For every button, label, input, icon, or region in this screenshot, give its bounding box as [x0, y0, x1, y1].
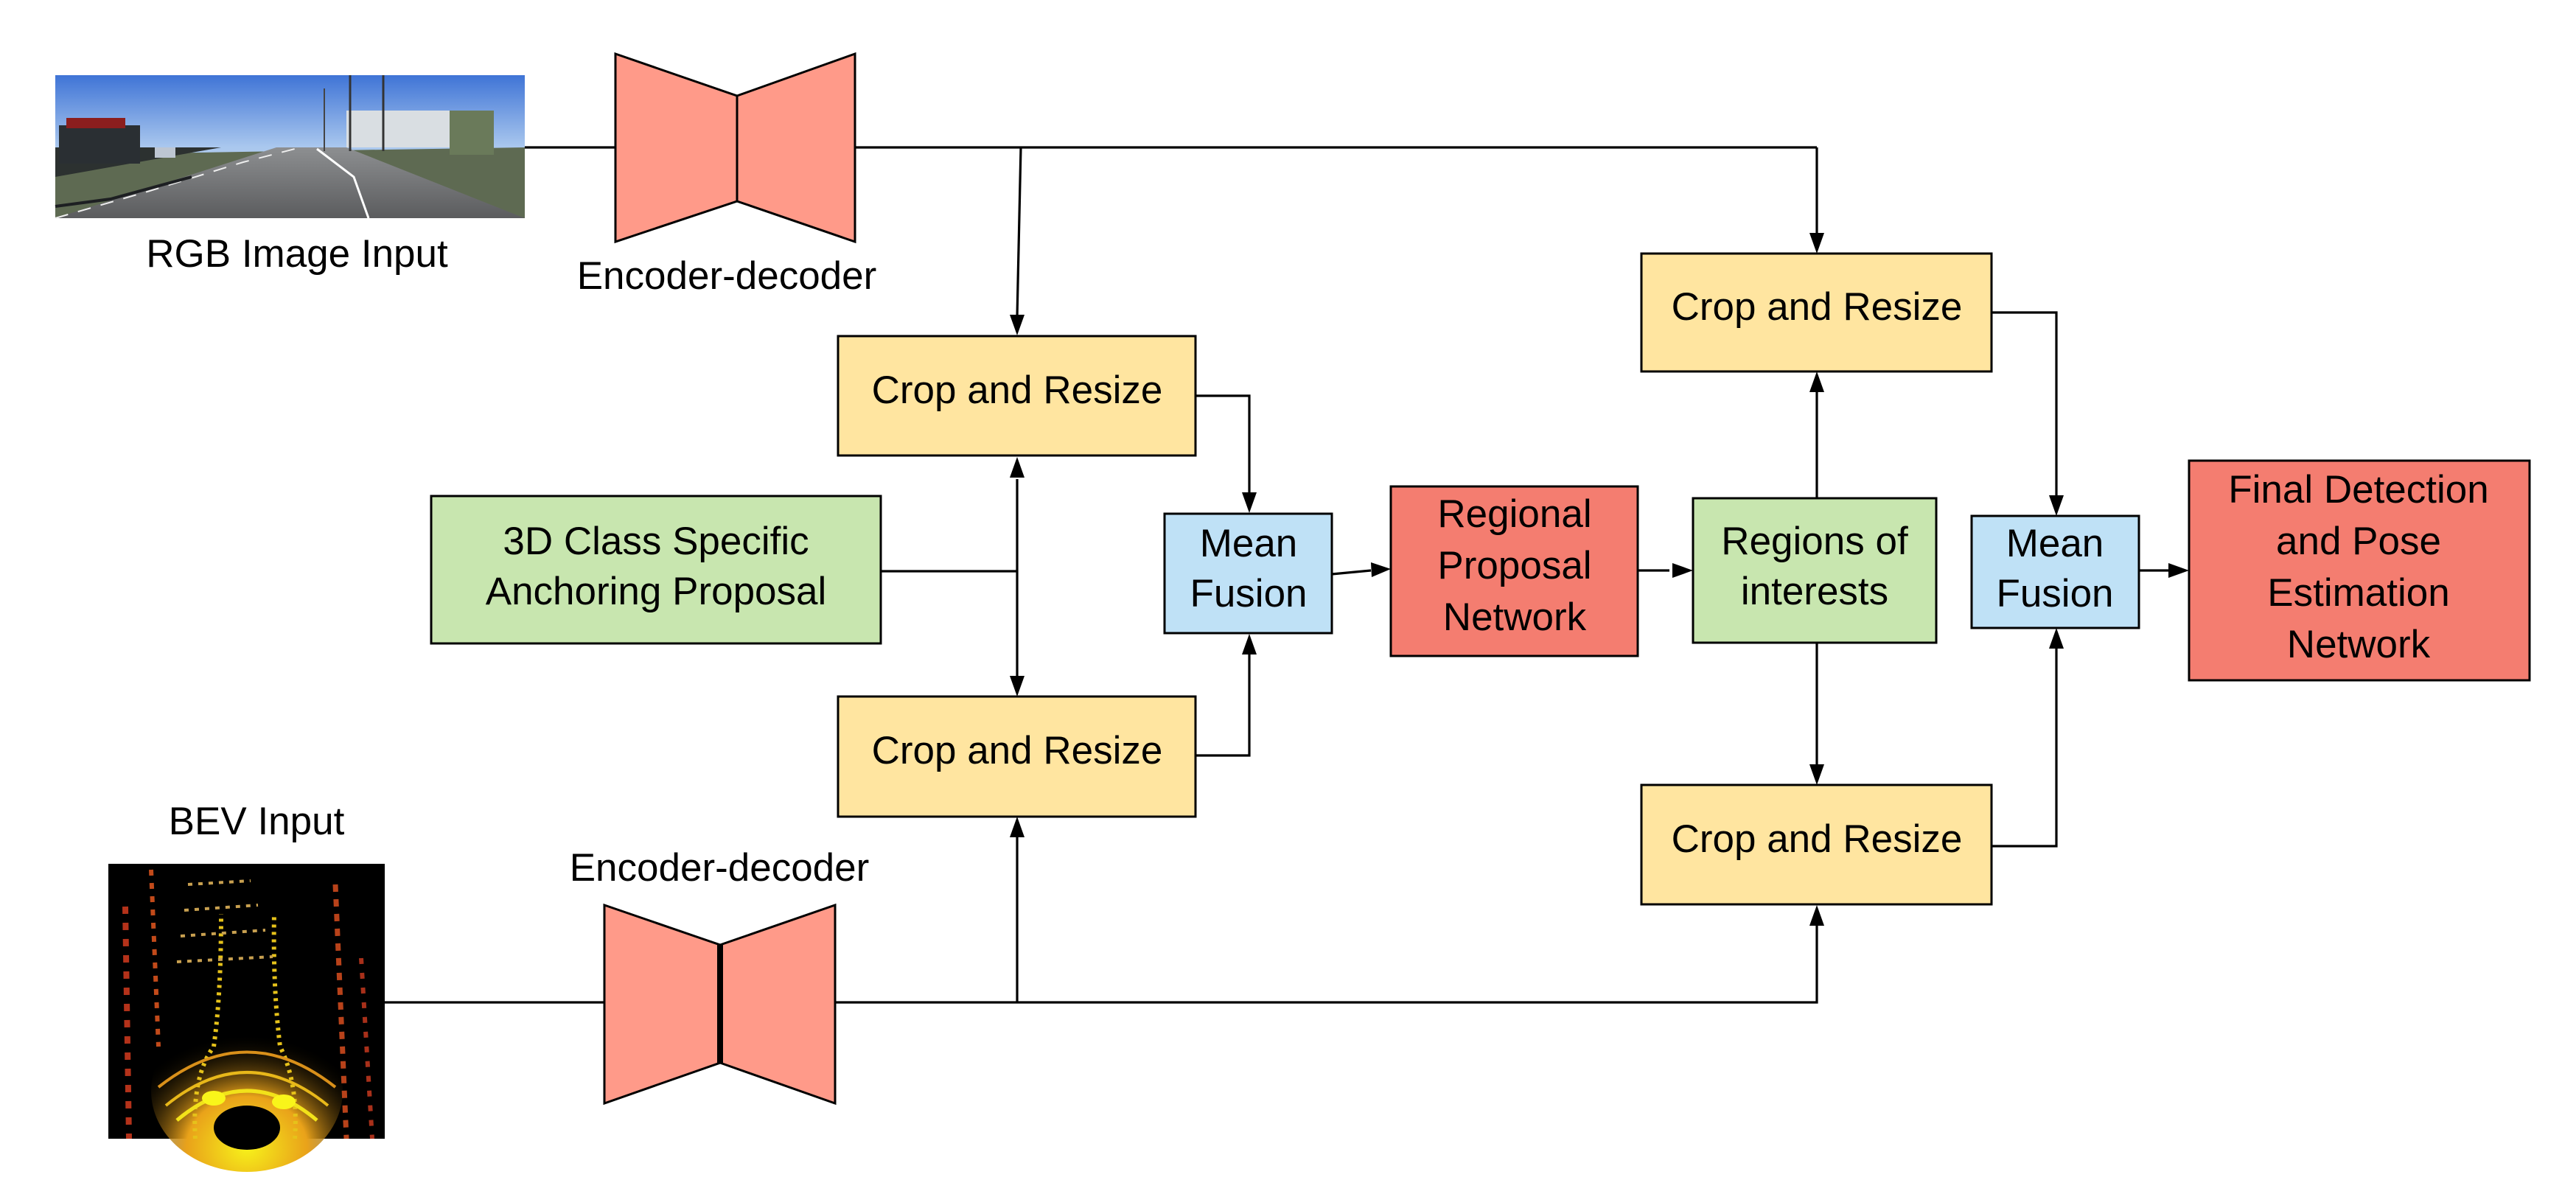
anchoring-label-line2: Anchoring Proposal: [486, 570, 827, 613]
arrowhead-fusion2-top: [2049, 495, 2064, 516]
mean-fusion-2-box: [1970, 514, 2140, 629]
rpn-label-line1: Regional: [1437, 492, 1591, 536]
crop-top-left-label: Crop and Resize: [872, 369, 1163, 412]
arrowhead-crop-top-left-in: [1010, 315, 1025, 335]
encoder-to-crop-top-left-line: [1016, 147, 1022, 318]
final-detection-network-box: [2188, 459, 2531, 682]
encoder-bottom-output-line: [835, 925, 1818, 1004]
encoder-half: [603, 903, 722, 1106]
roi-label-line1: Regions of: [1721, 520, 1908, 563]
regions-of-interests-box: [1692, 497, 1938, 644]
arrowhead-fusion2-bottom: [2049, 628, 2064, 649]
rpn-label-line3: Network: [1443, 596, 1587, 639]
arrowhead-crop-top-right-in: [1809, 233, 1824, 254]
encoder-half: [614, 52, 739, 244]
arrowhead-crop-bottom-right-down: [1809, 764, 1824, 785]
arrowhead-fusion1-top: [1242, 492, 1257, 513]
arrowhead-crop-top-right-up: [1809, 371, 1824, 392]
mean-fusion-1-line2: Fusion: [1190, 572, 1307, 615]
arrowhead-final-in: [2168, 563, 2189, 578]
arrowhead-fusion1-bottom: [1242, 634, 1257, 654]
arrowhead-roi-in: [1672, 563, 1693, 578]
bev-image: [108, 864, 385, 1172]
crop-resize-top-left-box: [837, 335, 1197, 457]
anchoring-label-line1: 3D Class Specific: [503, 520, 809, 563]
crop-top-right-label: Crop and Resize: [1672, 285, 1963, 329]
crop-to-fusion2-bottom-line: [1992, 645, 2058, 848]
crop-resize-bottom-left-box: [837, 695, 1197, 818]
arrowhead-anchor-up: [1010, 457, 1025, 478]
crop-to-fusion1-top-line: [1195, 394, 1251, 492]
encoder-bottom-label: Encoder-decoder: [570, 846, 870, 890]
arrowhead-rpn-in: [1371, 562, 1391, 577]
encoder-top-label: Encoder-decoder: [577, 254, 877, 298]
final-label-line1: Final Detection: [2228, 468, 2489, 512]
rpn-label-line2: Proposal: [1437, 544, 1591, 587]
crop-bottom-right-label: Crop and Resize: [1672, 817, 1963, 861]
fusion1-to-rpn-line: [1331, 569, 1372, 576]
regional-proposal-network-box: [1389, 485, 1639, 657]
encoder-decoder-top: [614, 52, 856, 244]
arrowhead-crop-bottom-left-up: [1010, 817, 1025, 837]
arrowhead-anchor-down: [1010, 676, 1025, 696]
mean-fusion-2-line1: Mean: [2006, 522, 2104, 565]
arrowhead-crop-bottom-right-up: [1809, 905, 1824, 926]
mean-fusion-1-line1: Mean: [1200, 522, 1298, 565]
rgb-image: [55, 75, 525, 219]
crop-resize-bottom-right-box: [1640, 783, 1993, 906]
arrowheads: [1010, 233, 2189, 926]
bev-input-label: BEV Input: [169, 800, 345, 843]
crop-bottom-left-label: Crop and Resize: [872, 729, 1163, 772]
mean-fusion-1-box: [1163, 512, 1333, 635]
connectors: [385, 146, 2171, 1004]
crop-to-fusion2-top-line: [1992, 311, 2058, 498]
crop-resize-top-right-box: [1640, 252, 1993, 373]
decoder-half: [719, 903, 837, 1106]
final-label-line4: Network: [2287, 623, 2431, 666]
roi-label-line2: interests: [1741, 570, 1888, 613]
mean-fusion-2-line2: Fusion: [1996, 572, 2113, 615]
final-label-line2: and Pose: [2276, 520, 2441, 563]
encoder-decoder-bottom: [603, 903, 837, 1106]
crop-to-fusion1-bottom-line: [1195, 650, 1251, 757]
final-label-line3: Estimation: [2267, 571, 2449, 615]
rgb-input-label: RGB Image Input: [146, 232, 448, 276]
anchoring-proposal-box: [430, 495, 882, 645]
decoder-half: [736, 52, 856, 244]
